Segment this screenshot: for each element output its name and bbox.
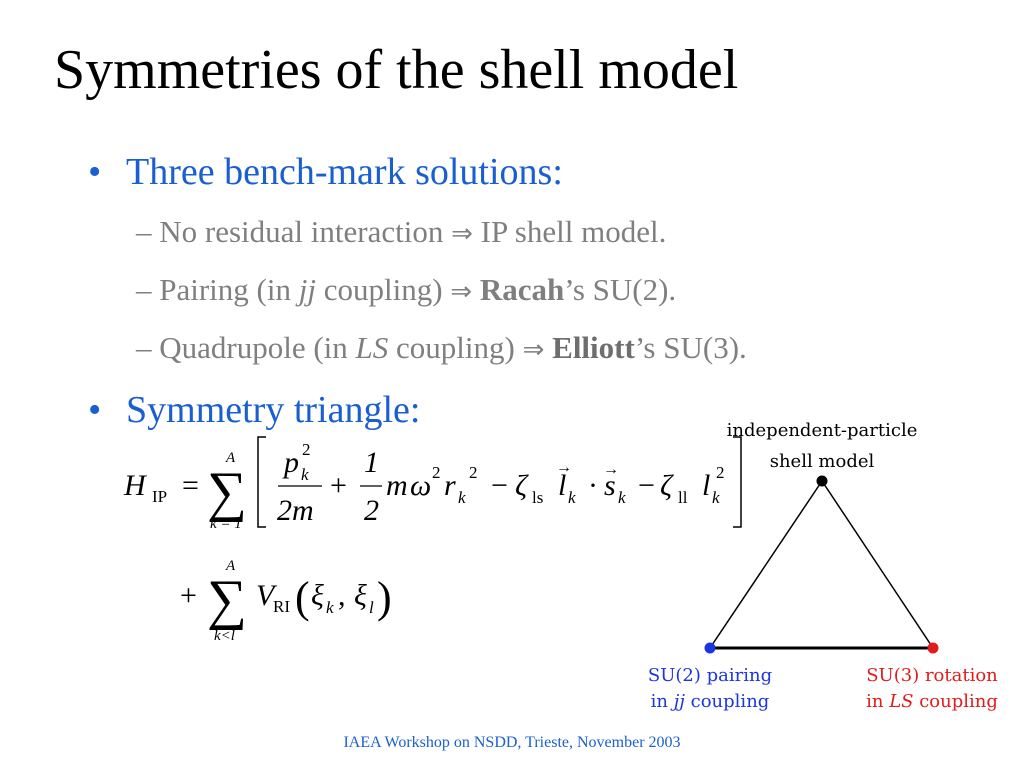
formula-symbol: V <box>256 579 278 612</box>
bullet-benchmark: • Three bench-mark solutions: <box>88 150 563 194</box>
formula-symbol: ξ <box>311 579 324 612</box>
formula-symbol: ζ <box>660 469 674 502</box>
node-su2 <box>704 642 716 654</box>
subitem-text: No residual interaction <box>159 214 444 249</box>
formula-symbol: − <box>638 469 655 502</box>
left-label-part: in <box>651 691 674 712</box>
subitem-dash: – <box>136 272 152 307</box>
formula-symbol: 2 <box>364 494 379 527</box>
formula-limit: A <box>225 450 236 466</box>
formula-subscript: RI <box>273 597 290 616</box>
subitem-italic: jj <box>298 272 316 307</box>
bullet-marker: • <box>88 151 102 193</box>
subitem-bold: Elliott <box>552 330 635 365</box>
formula-vector-arrow: → <box>603 461 619 478</box>
formula-subscript: ll <box>678 488 688 507</box>
formula-limit: A <box>225 558 236 574</box>
formula-symbol: H <box>123 469 148 502</box>
formula-symbol: m <box>386 469 408 502</box>
subitem-text: coupling) <box>315 272 443 307</box>
top-label-line1: independent-particle <box>727 420 918 441</box>
subitem-quadrupole: – Quadrupole (in LS coupling) ⇒ Elliott’… <box>136 329 747 369</box>
formula-right-bracket <box>733 436 742 528</box>
subitem-italic: LS <box>355 330 389 365</box>
formula-paren: ( <box>295 573 310 622</box>
formula-symbol: ξ <box>354 579 367 612</box>
subitem-text: ’s SU(2). <box>564 272 677 307</box>
implies-icon: ⇒ <box>522 335 545 365</box>
node-ip <box>816 475 828 487</box>
right-label-line1: SU(3) rotation <box>866 665 998 686</box>
formula-limit: k<l <box>214 628 235 644</box>
right-label-line2: in LS coupling <box>866 691 998 712</box>
left-label-part: coupling <box>685 691 769 712</box>
formula-symbol: p <box>282 446 299 479</box>
subitem-text: coupling) <box>388 330 515 365</box>
formula-symbol: + <box>180 579 197 612</box>
right-label-italic: LS <box>888 691 913 712</box>
formula-symbol: 2m <box>277 494 314 527</box>
formula-sum: ∑ <box>207 569 247 631</box>
formula-superscript: 2 <box>302 440 311 459</box>
subitem-dash: – <box>136 330 152 365</box>
bullet-text: Symmetry triangle: <box>126 389 421 431</box>
subitem-ip: – No residual interaction ⇒ IP shell mod… <box>136 213 666 253</box>
formula-left-bracket <box>257 436 266 528</box>
formula-subscript: k <box>301 465 309 484</box>
formula-sum: ∑ <box>207 461 247 523</box>
formula-subscript: l <box>369 598 374 617</box>
formula-symbol: · <box>588 469 598 502</box>
formula-superscript: 2 <box>432 463 441 482</box>
formula-subscript: ls <box>532 488 543 507</box>
subitem-text: Pairing (in <box>159 272 299 307</box>
node-su3 <box>927 642 939 654</box>
left-label-line2: in jj coupling <box>651 691 770 712</box>
triangle-edge-left <box>709 480 823 649</box>
subitem-text: IP shell model. <box>480 214 667 249</box>
right-label-part: coupling <box>913 691 997 712</box>
left-label-line1: SU(2) pairing <box>648 665 772 686</box>
slide-title: Symmetries of the shell model <box>54 39 739 101</box>
subitem-dash: – <box>136 214 152 249</box>
formula-symbol: , <box>338 579 346 612</box>
left-label-italic: jj <box>670 691 686 712</box>
formula-symbol: = <box>182 469 199 502</box>
formula-symbol: 1 <box>364 446 379 479</box>
subitem-text: Quadrupole (in <box>159 330 356 365</box>
formula-subscript: IP <box>152 487 167 506</box>
formula-symbol: l <box>702 469 710 502</box>
formula-subscript: k <box>568 488 576 507</box>
implies-icon: ⇒ <box>451 219 473 249</box>
right-label-part: in <box>866 691 889 712</box>
formula-superscript: 2 <box>469 463 478 482</box>
formula-subscript: k <box>712 488 720 507</box>
subitem-text: ’s SU(3). <box>634 330 747 365</box>
formula-symbol: l <box>558 469 566 502</box>
formula-subscript: k <box>458 488 466 507</box>
bullet-triangle: • Symmetry triangle: <box>88 388 420 432</box>
formula-paren: ) <box>377 573 392 622</box>
formula-subscript: k <box>326 598 334 617</box>
bullet-marker: • <box>88 389 102 431</box>
formula-symbol: s <box>604 469 616 502</box>
formula-symbol: ω <box>410 469 431 502</box>
subitem-bold: Racah <box>479 272 565 307</box>
top-label-line2: shell model <box>770 451 875 472</box>
bullet-text: Three bench-mark solutions: <box>126 151 563 193</box>
formula-vector-arrow: → <box>556 459 572 476</box>
formula-symbol: ζ <box>515 469 529 502</box>
formula-superscript: 2 <box>716 463 725 482</box>
formula-symbol: r <box>444 469 456 502</box>
formula-limit: k = 1 <box>210 516 242 532</box>
formula-symbol: + <box>330 469 347 502</box>
formula-symbol: − <box>491 469 508 502</box>
formula-subscript: k <box>618 488 626 507</box>
subitem-pairing: – Pairing (in jj coupling) ⇒ Racah’s SU(… <box>136 271 676 311</box>
implies-icon: ⇒ <box>450 277 473 307</box>
triangle-edge-right <box>821 480 934 649</box>
footer: IAEA Workshop on NSDD, Trieste, November… <box>343 734 681 751</box>
